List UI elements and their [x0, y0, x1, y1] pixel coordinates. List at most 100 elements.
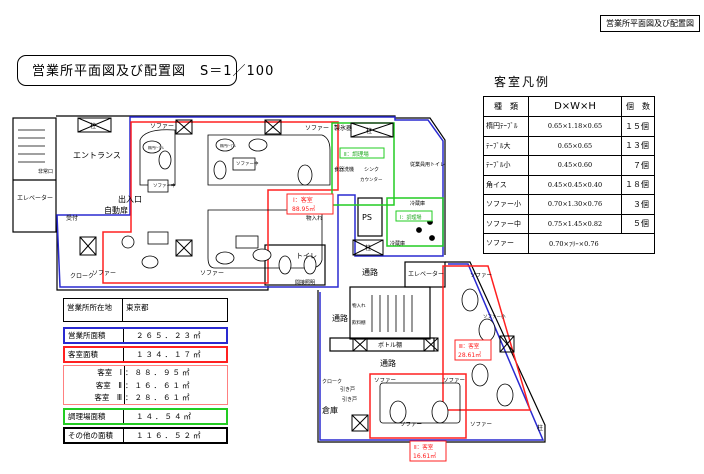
sofa-icon: [235, 235, 259, 249]
location-value: 東京都: [126, 303, 149, 312]
sofa-label: ソファー: [150, 123, 174, 130]
table-icon: [478, 318, 496, 342]
drink-shelf-label: 飲料棚: [352, 319, 366, 326]
legend-title: 客室凡例: [494, 75, 551, 89]
room-label: 客室 Ⅱ: [64, 378, 125, 392]
legend-type: ソファー: [483, 233, 529, 254]
aisle-label: 通路: [362, 267, 378, 277]
guest-room-3-outline: [442, 265, 531, 411]
toilet-label: トイレ: [296, 252, 317, 260]
sink-label: シンク: [364, 167, 379, 173]
table-icon: [141, 255, 159, 269]
location-row: 営業所所在地 東京都: [63, 298, 228, 322]
column-icon: [499, 335, 515, 353]
ps-label: PS: [362, 213, 372, 222]
sofa-label: ソファー: [305, 125, 329, 132]
sofa-label: ソファー: [470, 272, 492, 279]
indirect-light-label: 間接照明: [295, 279, 315, 286]
sofa-medium-label: ソファー中: [236, 160, 259, 167]
table-icon: [158, 150, 172, 170]
location-label: 営業所所在地: [64, 299, 123, 321]
staff-toilet-label: 従業員用トイレ: [410, 161, 445, 168]
emergency-exit-label: 非常口: [38, 168, 53, 175]
room-2-area: 16.61㎡: [413, 452, 436, 460]
kitchen-1-tag: [395, 210, 433, 222]
legend-type: 角イス: [483, 174, 529, 195]
header-count: 個 数: [621, 96, 655, 117]
room-2-tag: [409, 440, 447, 462]
stairs: [18, 129, 413, 332]
entrance-label: エントランス: [73, 151, 121, 160]
column-icon: [79, 236, 97, 256]
room-3-label: Ⅲ：客室: [459, 342, 480, 350]
table-icon: [248, 138, 268, 152]
header-dims: D×W×H: [528, 96, 622, 117]
guest-area-label: 客室面積: [65, 348, 124, 361]
room-3-area: 28.61㎡: [458, 351, 481, 359]
legend-count: ３個: [621, 194, 655, 215]
legend-dims: 0.45×0.60: [528, 155, 622, 176]
sliding-door-label[interactable]: 引き戸: [340, 386, 355, 393]
table-icon: [389, 400, 407, 424]
doorway-label[interactable]: 出入口: [118, 194, 142, 204]
legend-count: １３個: [621, 135, 655, 156]
kitchen-2-label: Ⅱ：調理場: [344, 150, 369, 158]
room-row: 客室 Ⅱ：１６．６１㎡: [64, 378, 227, 392]
cloak-label: クローク: [322, 379, 342, 385]
page-title: 営業所平面図及び配置図 S＝1／100: [17, 55, 273, 86]
table-icon: [215, 138, 235, 152]
kitchen-2-outline: [331, 122, 395, 206]
column-icon: [175, 239, 193, 257]
sliding-door-label[interactable]: 引き戸: [342, 396, 357, 403]
other-area-label: その他の面積: [65, 429, 124, 442]
room-area: ：１６．６１㎡: [125, 380, 192, 390]
auto-door-label[interactable]: 自動扉: [104, 205, 128, 215]
other-area-value: １１６．５２㎡: [136, 431, 203, 440]
cloak-label: クローク: [70, 273, 94, 280]
room-label: 客室 Ⅰ: [64, 366, 125, 379]
legend-count: １８個: [621, 174, 655, 195]
warehouse-label: 倉庫: [322, 405, 338, 415]
legend-dims: 0.45×0.45×0.40: [528, 174, 622, 195]
room-3-tag: [454, 339, 492, 361]
table-icon: [496, 383, 514, 407]
room-row: 客室 Ⅲ：２８．６１㎡: [64, 391, 227, 405]
toilet-icon: [303, 255, 317, 275]
columns: [77, 117, 515, 432]
room-1-tag: [286, 193, 334, 215]
other-area-row: その他の面積 １１６．５２㎡: [63, 427, 228, 444]
sofa-small-label: ソファー小: [483, 313, 506, 320]
column-icon: [350, 122, 394, 138]
guest-area-row: 客室面積 １３４．１７㎡: [63, 346, 228, 363]
column-label: 柱: [537, 424, 543, 432]
room-area: ：８８．９５㎡: [125, 367, 192, 377]
aisle-label: 通路: [332, 313, 348, 323]
business-area-value: ２６５．２３㎡: [136, 331, 203, 340]
table-icon: [431, 400, 449, 424]
table-icon: [213, 160, 227, 180]
guest-room-1-outline: [102, 121, 339, 284]
legend-type: ソファー小: [483, 194, 529, 215]
table-icon: [215, 251, 235, 265]
storage-label: 物入れ: [352, 302, 366, 309]
sofa-label: ソファー: [92, 270, 116, 277]
business-area-row: 営業所面積 ２６５．２３㎡: [63, 327, 228, 344]
table-icon: [142, 140, 162, 154]
sofa-icon: [147, 231, 169, 245]
column-icon: [77, 117, 112, 133]
table-icon: [297, 164, 313, 186]
elevator-label: エレベーター: [17, 194, 53, 202]
column-icon: [352, 239, 384, 256]
sofa-label: ソファー: [374, 377, 396, 384]
kitchen-area-label: 調理場面積: [65, 410, 124, 423]
kitchen-1-label: Ⅰ：調理場: [400, 214, 421, 221]
